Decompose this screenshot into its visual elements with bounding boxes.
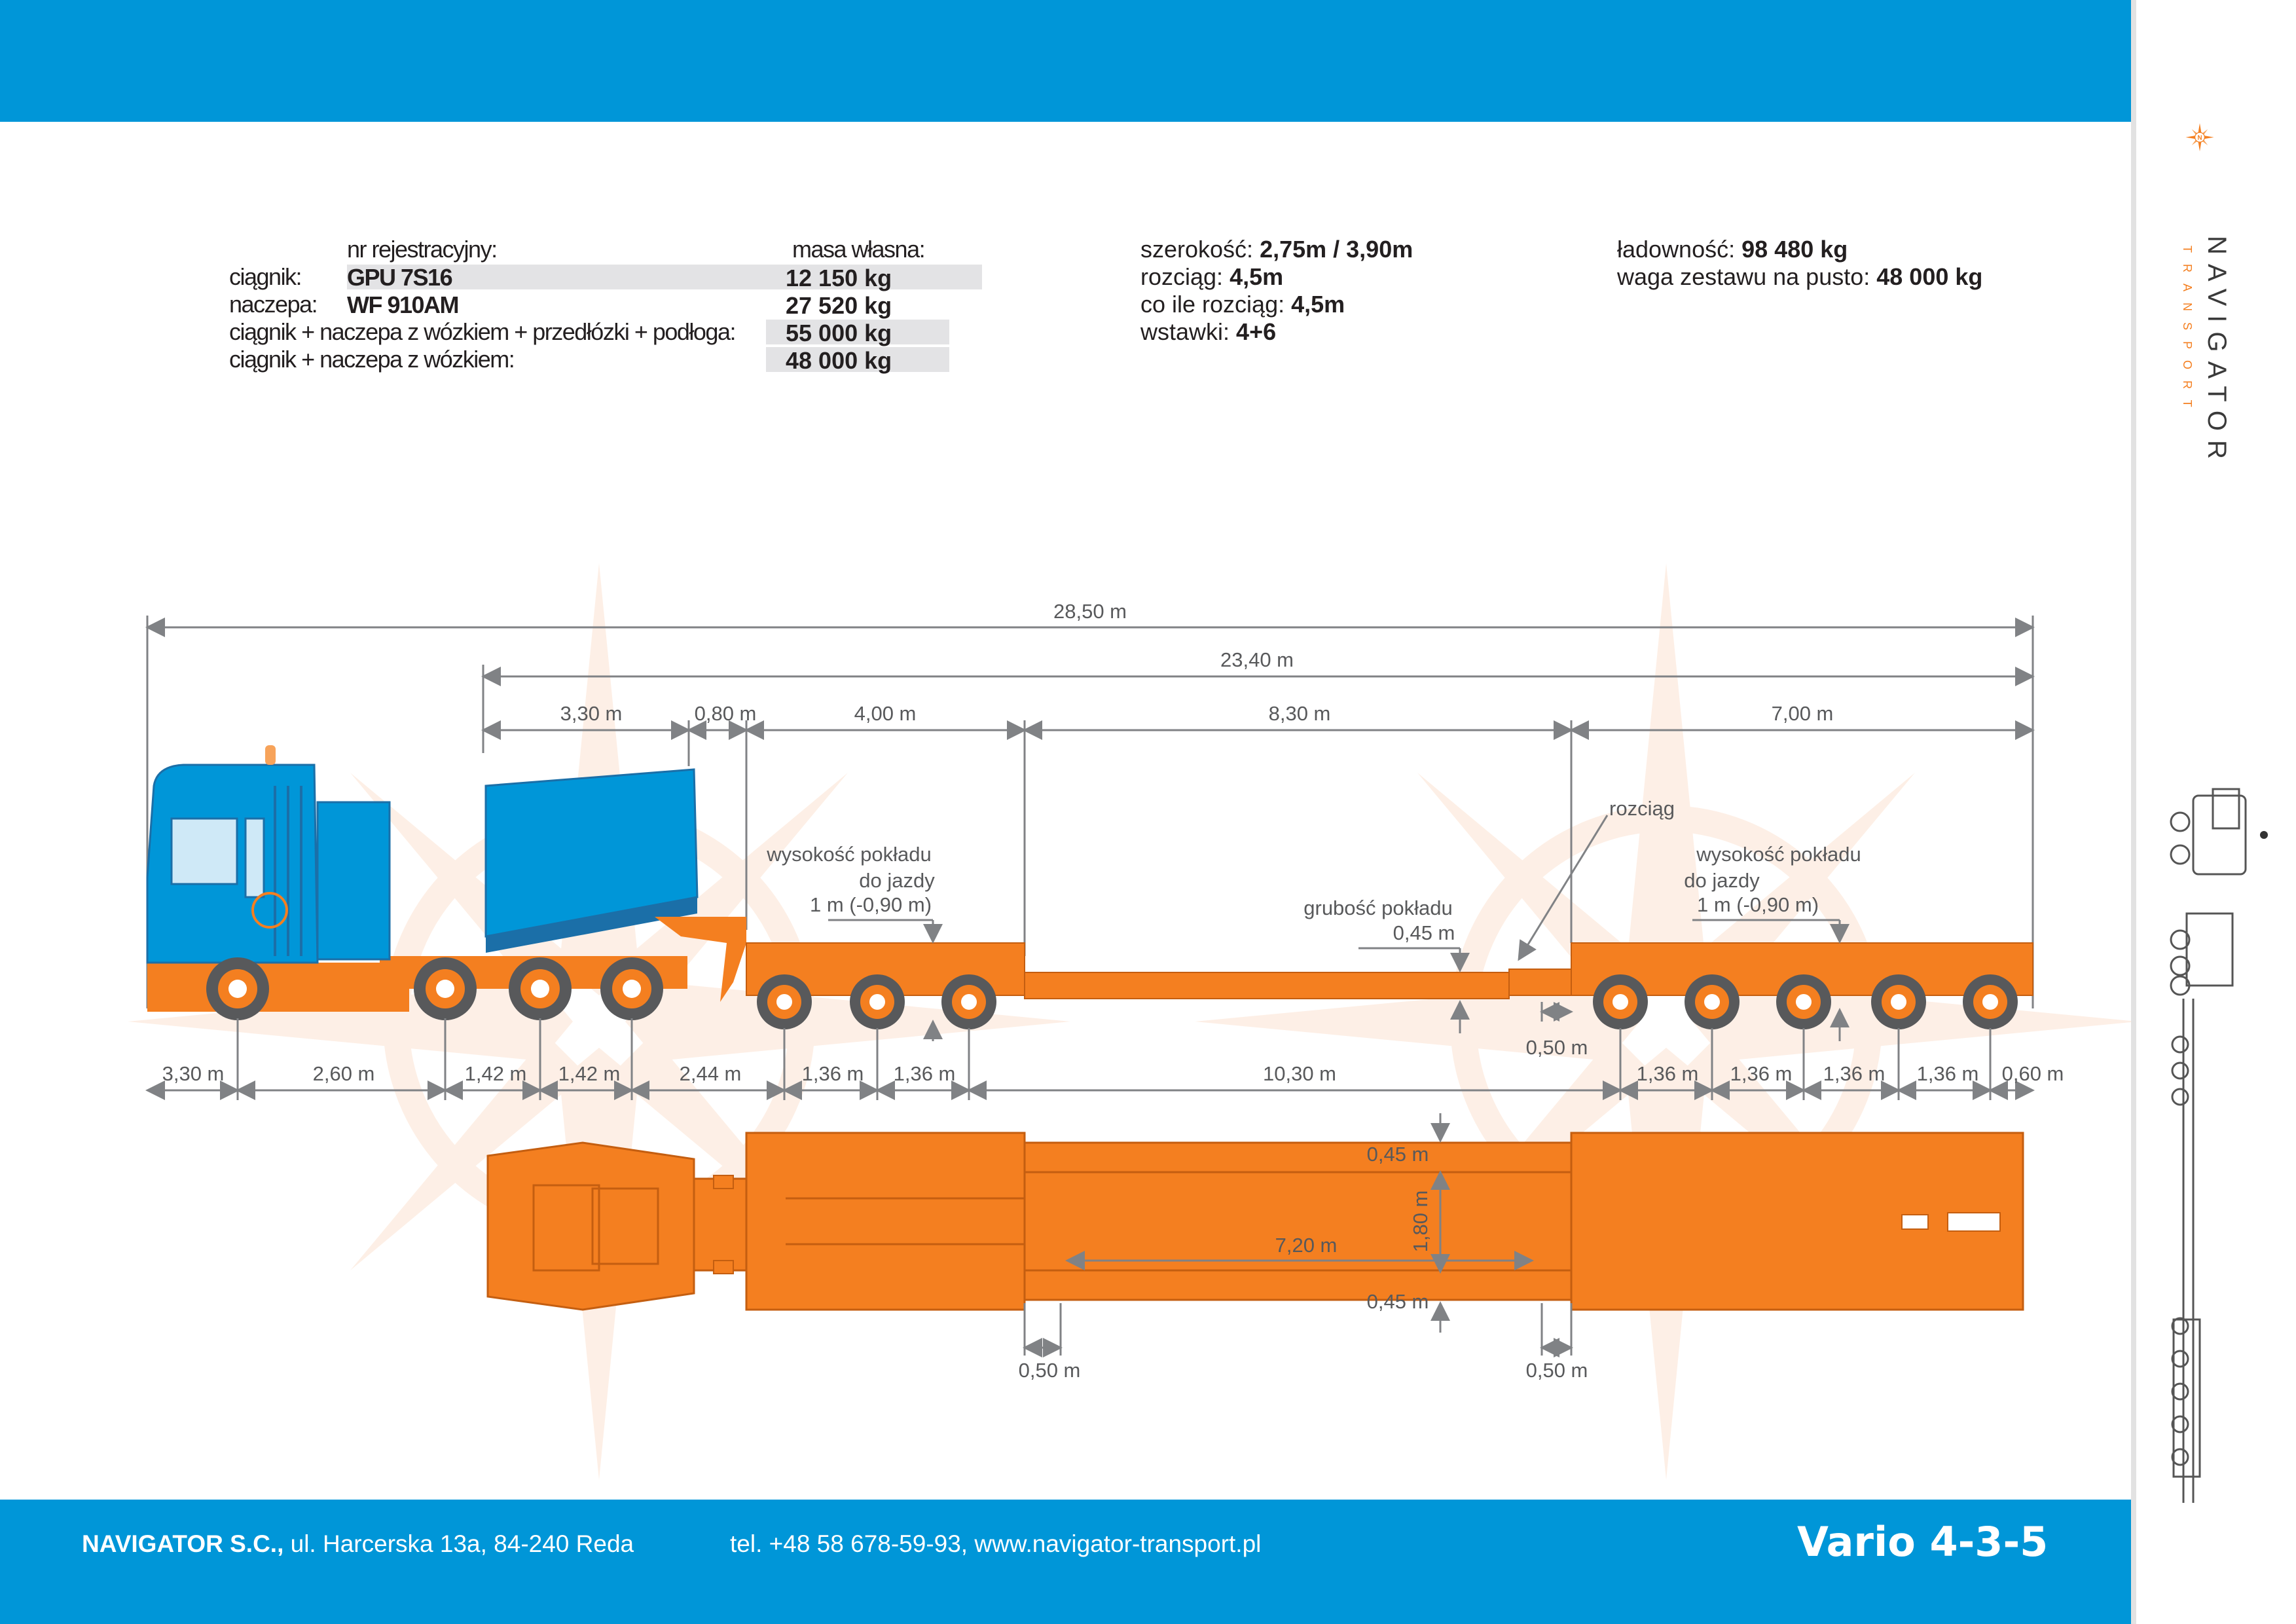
watermark-compass-left (128, 563, 1070, 1480)
tractor-unit (146, 745, 699, 1020)
model-name: Vario 4-3-5 (1797, 1518, 2049, 1566)
vehicle-diagram: 28,50 m 23,40 m 3,30 m 0,80 m 4,00 m 8,3… (128, 563, 2131, 1480)
dim-bottom-2: 1,42 m (465, 1062, 527, 1085)
dim-bottom-8: 1,36 m (1637, 1062, 1699, 1085)
plan-width: 1,80 m (1409, 1190, 1432, 1253)
deck-thickness-value: 0,45 m (1393, 921, 1455, 944)
dim-bottom-4: 2,44 m (680, 1062, 742, 1085)
brand-name: NAVIGATOR (2202, 236, 2231, 468)
compass-n-icon: N (2185, 123, 2214, 152)
plan-length: 7,20 m (1275, 1234, 1338, 1257)
footer-address-line: NAVIGATOR S.C., ul. Harcerska 13a, 84-24… (82, 1530, 634, 1557)
side-thumbnail-illustration (2170, 788, 2268, 1503)
specs-capacity: ładowność: 98 480 kg waga zestawu na pus… (1617, 236, 1983, 290)
plan-gap-right: 0,50 m (1526, 1359, 1588, 1382)
deck-height-right-1: wysokość pokładu (1696, 843, 1861, 866)
dim-top-2: 4,00 m (854, 702, 917, 725)
trailer-side (655, 917, 2033, 1029)
svg-text:N: N (2197, 134, 2202, 141)
stretch-label: rozciąg (1609, 797, 1675, 820)
footer-banner (0, 1500, 2131, 1624)
deck-thickness-label: grubość pokładu (1303, 896, 1453, 919)
deck-height-right-2: do jazdy (1684, 869, 1760, 892)
deck-height-left-1: wysokość pokładu (766, 843, 932, 866)
deck-height-right-3: 1 m (-0,90 m) (1697, 893, 1819, 916)
dim-bottom-12: 0,60 m (2002, 1062, 2064, 1085)
brand-subtitle: TRANSPORT (2181, 246, 2194, 418)
dim-bottom-1: 2,60 m (313, 1062, 375, 1085)
dim-top-4: 7,00 m (1772, 702, 1834, 725)
dim-bottom-10: 1,36 m (1823, 1062, 1886, 1085)
right-divider (2131, 0, 2136, 1624)
dim-bottom-9: 1,36 m (1730, 1062, 1793, 1085)
deck-height-left-2: do jazdy (859, 869, 935, 892)
dim-top-0: 3,30 m (560, 702, 623, 725)
gap-value: 0,50 m (1526, 1036, 1588, 1059)
dim-trailer: 23,40 m (1220, 648, 1294, 671)
top-banner (0, 0, 2131, 122)
deck-height-left-3: 1 m (-0,90 m) (810, 893, 932, 916)
header-registration: nr rejestracyjny: (347, 236, 498, 263)
dim-top-1: 0,80 m (695, 702, 757, 725)
header-mass: masa własna: (792, 236, 926, 263)
dim-bottom-7: 10,30 m (1263, 1062, 1336, 1085)
plan-gap-left: 0,50 m (1019, 1359, 1081, 1382)
plan-edge-top: 0,45 m (1367, 1143, 1429, 1166)
dim-total: 28,50 m (1053, 600, 1127, 623)
dim-bottom-6: 1,36 m (894, 1062, 956, 1085)
dim-top-3: 8,30 m (1269, 702, 1331, 725)
dim-bottom-0: 3,30 m (162, 1062, 225, 1085)
dim-bottom-11: 1,36 m (1917, 1062, 1979, 1085)
dim-bottom-5: 1,36 m (802, 1062, 864, 1085)
footer-contact: tel. +48 58 678-59-93, www.navigator-tra… (730, 1530, 1262, 1557)
dim-bottom-3: 1,42 m (558, 1062, 621, 1085)
trailer-plan-view (486, 1132, 2024, 1311)
specs-dimensions: szerokość: 2,75m / 3,90m rozciąg: 4,5m c… (1140, 236, 1413, 345)
plan-edge-bottom: 0,45 m (1367, 1290, 1429, 1313)
